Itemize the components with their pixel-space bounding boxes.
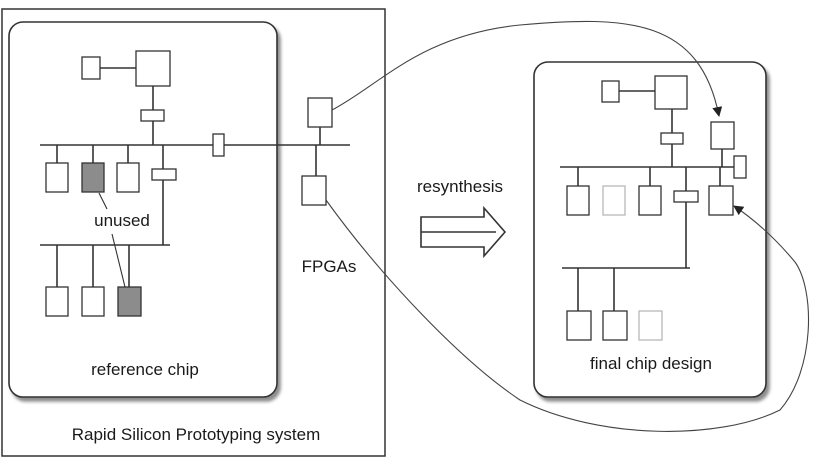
resynthesis-label: resynthesis bbox=[417, 177, 503, 196]
unused-label: unused bbox=[94, 211, 150, 230]
reference-chip-circuit bbox=[40, 50, 350, 317]
unused-pointer bbox=[111, 233, 126, 288]
component-box bbox=[566, 310, 592, 341]
fpgas-label: FPGAs bbox=[302, 257, 357, 276]
mapping-arrow-top bbox=[331, 20, 723, 117]
removed-component-box bbox=[602, 185, 626, 216]
unused-pointer bbox=[98, 192, 108, 210]
component-box bbox=[638, 185, 662, 216]
system-label: Rapid Silicon Prototyping system bbox=[72, 425, 321, 444]
bridge-box bbox=[733, 155, 747, 179]
bridge-box bbox=[673, 190, 699, 203]
unused-component-box bbox=[81, 162, 105, 193]
fpga-derived-box bbox=[710, 121, 735, 150]
fpga-derived-box bbox=[708, 185, 734, 216]
component-box bbox=[81, 56, 101, 80]
final-chip-circuit bbox=[560, 75, 747, 341]
component-box bbox=[654, 75, 688, 110]
component-box bbox=[135, 50, 171, 87]
final-chip-label: final chip design bbox=[590, 354, 712, 373]
reference-chip-label: reference chip bbox=[91, 360, 199, 379]
fpga-blocks bbox=[301, 97, 333, 206]
component-box bbox=[116, 162, 140, 193]
final-chip-panel bbox=[533, 61, 767, 398]
fpga-box bbox=[301, 175, 327, 206]
fpga-box bbox=[307, 97, 333, 128]
bridge-box bbox=[140, 109, 165, 122]
component-box bbox=[45, 162, 69, 193]
mapping-arrow-bottom bbox=[325, 199, 809, 432]
component-box bbox=[81, 286, 105, 317]
bridge-box bbox=[151, 168, 177, 181]
unused-component-box bbox=[117, 286, 142, 317]
bus-bridge-box bbox=[212, 133, 225, 157]
component-box bbox=[45, 286, 69, 317]
removed-component-box bbox=[638, 310, 663, 341]
reference-chip-panel bbox=[8, 21, 278, 398]
component-box bbox=[601, 80, 620, 103]
component-box bbox=[602, 310, 628, 341]
resynthesis-arrow bbox=[420, 205, 507, 259]
bridge-box bbox=[660, 132, 684, 145]
component-box bbox=[566, 185, 590, 216]
